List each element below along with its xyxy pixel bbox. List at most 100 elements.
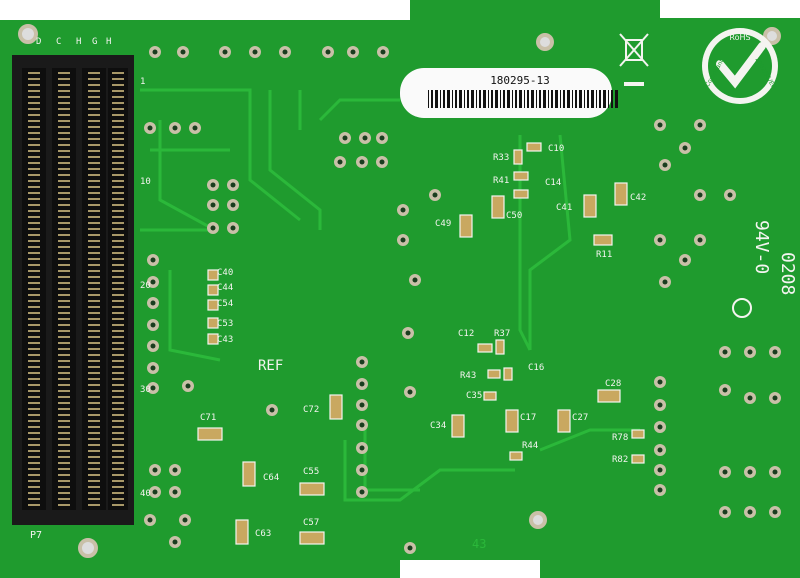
connector-pin	[28, 228, 40, 230]
barcode-bar	[476, 90, 477, 108]
drill-hole	[362, 135, 368, 141]
component-label: R82	[612, 455, 628, 465]
barcode-bar	[567, 90, 570, 108]
connector-pin	[112, 264, 124, 266]
connector-pin	[88, 432, 100, 434]
connector-pin	[112, 390, 124, 392]
connector-pin	[112, 198, 124, 200]
barcode-bar	[464, 90, 465, 108]
component-label: C12	[458, 329, 474, 339]
ul-logo-icon	[732, 298, 752, 318]
connector-pin	[88, 300, 100, 302]
drill-hole	[282, 49, 288, 55]
connector-pin	[58, 126, 70, 128]
connector-pin	[112, 462, 124, 464]
drill-hole	[210, 202, 216, 208]
connector-pin	[58, 198, 70, 200]
drill-hole	[359, 422, 365, 428]
connector-pin	[112, 228, 124, 230]
connector-pin	[28, 162, 40, 164]
connector-pin	[88, 108, 100, 110]
connector-pin	[88, 366, 100, 368]
smd-component	[526, 142, 542, 152]
connector-pin	[58, 228, 70, 230]
drill-hole	[380, 49, 386, 55]
component-label: C44	[217, 283, 233, 293]
smd-component	[495, 339, 505, 355]
smd-components	[197, 142, 645, 545]
barcode-bar	[519, 90, 522, 108]
connector-pin	[112, 330, 124, 332]
connector-pin	[58, 306, 70, 308]
connector-pin	[58, 300, 70, 302]
connector-pin	[112, 312, 124, 314]
connector-pin	[88, 342, 100, 344]
barcode-bar	[440, 90, 441, 108]
connector-pin	[88, 372, 100, 374]
drill-hole	[657, 379, 663, 385]
connector-pin	[112, 402, 124, 404]
connector-pin	[58, 282, 70, 284]
connector-row-marks: 1 10 20 30 40	[140, 77, 151, 499]
connector-pin	[58, 492, 70, 494]
smd-component	[597, 389, 621, 403]
connector-pin	[58, 432, 70, 434]
connector-pin	[28, 234, 40, 236]
connector-pin	[112, 132, 124, 134]
connector-pin	[112, 324, 124, 326]
connector-pin	[58, 294, 70, 296]
connector-pin	[112, 240, 124, 242]
connector-pin	[112, 126, 124, 128]
barcode-bar	[543, 90, 546, 108]
connector-pin	[88, 276, 100, 278]
connector-pin	[58, 240, 70, 242]
barcode-number: 180295-13	[490, 74, 550, 87]
connector-pin	[28, 144, 40, 146]
connector-pin	[112, 108, 124, 110]
connector-pin	[88, 462, 100, 464]
drill-hole	[152, 467, 158, 473]
connector-pin	[58, 402, 70, 404]
drill-hole	[772, 469, 778, 475]
barcode-bar	[572, 90, 573, 108]
pin-letter: C	[56, 37, 61, 47]
connector-pin	[112, 246, 124, 248]
barcode-bar	[539, 90, 541, 108]
connector-pin	[28, 414, 40, 416]
smd-component	[513, 189, 529, 199]
connector-pin	[28, 504, 40, 506]
drill-hole	[747, 349, 753, 355]
barcode-bar	[488, 90, 489, 108]
connector-pin	[58, 288, 70, 290]
smd-component	[513, 149, 523, 165]
barcode-label: 180295-13	[400, 68, 618, 118]
date-code-marking: 0208	[777, 252, 798, 295]
connector-pin	[28, 204, 40, 206]
connector-pin	[112, 180, 124, 182]
drill-hole	[337, 159, 343, 165]
smd-component	[207, 299, 219, 311]
connector-pin	[112, 426, 124, 428]
connector-pin	[58, 174, 70, 176]
smd-component	[299, 482, 325, 496]
drill-hole	[359, 445, 365, 451]
component-label: R41	[493, 176, 509, 186]
drill-hole	[150, 385, 156, 391]
drill-hole	[222, 49, 228, 55]
barcode-bar	[483, 90, 486, 108]
connector-pin	[58, 186, 70, 188]
smd-component	[631, 429, 645, 439]
smd-component	[583, 194, 597, 218]
connector-pin	[58, 132, 70, 134]
connector-pin	[112, 156, 124, 158]
connector-pin	[112, 174, 124, 176]
connector-pin	[88, 288, 100, 290]
connector-pin	[88, 480, 100, 482]
connector-pin	[88, 330, 100, 332]
connector-pin	[112, 306, 124, 308]
component-label: C41	[556, 203, 572, 213]
connector-pin	[112, 468, 124, 470]
connector-pin	[112, 252, 124, 254]
connector-pin	[88, 264, 100, 266]
